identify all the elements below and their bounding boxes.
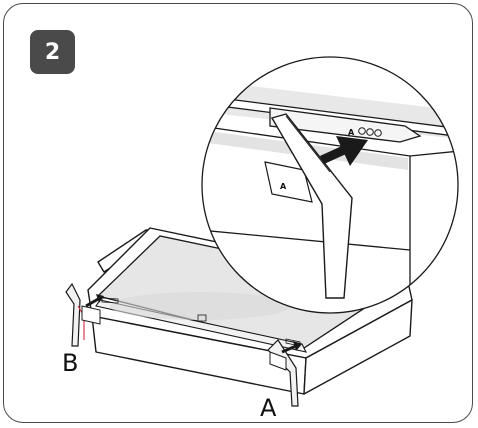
slot-a-label: A bbox=[348, 128, 355, 137]
step-number-badge: 2 bbox=[30, 30, 75, 74]
insert-arrow-icon bbox=[336, 136, 368, 166]
step-number: 2 bbox=[44, 39, 61, 65]
stand-leg-b bbox=[65, 282, 101, 347]
insert-arrow-icon-b bbox=[85, 296, 101, 308]
zoom-circle-border bbox=[201, 56, 459, 314]
callout-leg-a: A bbox=[260, 394, 277, 422]
stand-leg-a bbox=[267, 339, 299, 407]
arrow-head-b bbox=[96, 294, 104, 303]
tv-panel bbox=[95, 235, 400, 353]
insert-arrow-icon-a bbox=[281, 344, 297, 354]
detail-zoom bbox=[202, 57, 458, 313]
arrow-head-a bbox=[293, 341, 302, 351]
callout-leg-b: B bbox=[62, 349, 79, 377]
tag-a-label: A bbox=[280, 182, 287, 191]
